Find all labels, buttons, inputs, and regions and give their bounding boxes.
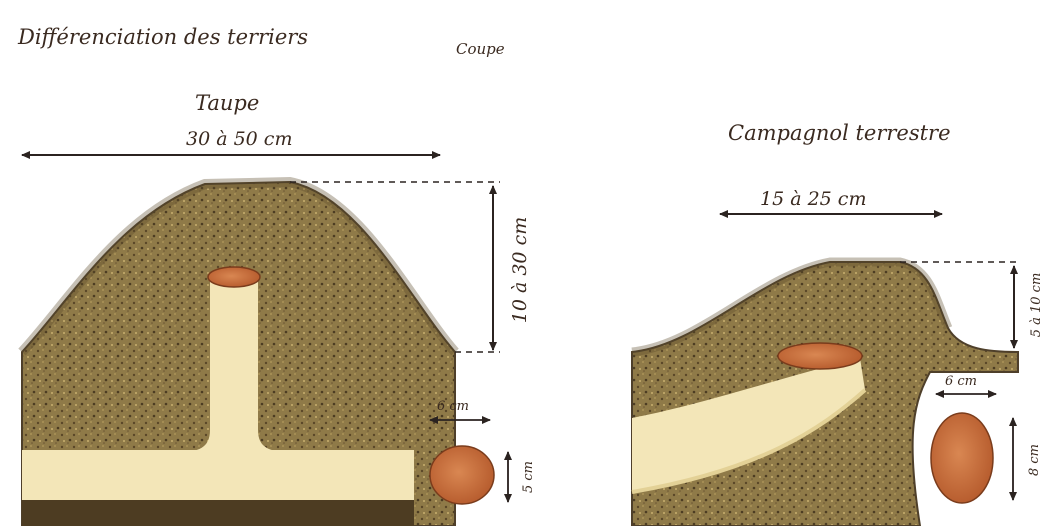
- mole-hole-width-label: 6 cm: [437, 399, 469, 414]
- mole-name: Taupe: [195, 91, 259, 115]
- vole-hole-height-label: 8 cm: [1027, 444, 1042, 476]
- vole-hole-width-label: 6 cm: [945, 374, 977, 389]
- vole-hole-section: [931, 413, 993, 503]
- mole-hole-section: [430, 446, 494, 504]
- mole-shaft-opening: [208, 267, 260, 287]
- vole-tunnel-opening: [778, 343, 862, 369]
- section-label: Coupe: [456, 40, 505, 58]
- diagram-title: Différenciation des terriers: [17, 25, 308, 49]
- vole-width-label: 15 à 25 cm: [760, 188, 866, 210]
- mole-height-label: 10 à 30 cm: [509, 217, 531, 323]
- mole-soil-bottom: [22, 500, 414, 526]
- mole-tunnel-horizontal: [22, 450, 414, 502]
- vole-height-label: 5 à 10 cm: [1029, 273, 1044, 338]
- mole-hole-height-label: 5 cm: [521, 461, 536, 493]
- mole-width-label: 30 à 50 cm: [186, 128, 292, 150]
- vole-name: Campagnol terrestre: [728, 121, 951, 145]
